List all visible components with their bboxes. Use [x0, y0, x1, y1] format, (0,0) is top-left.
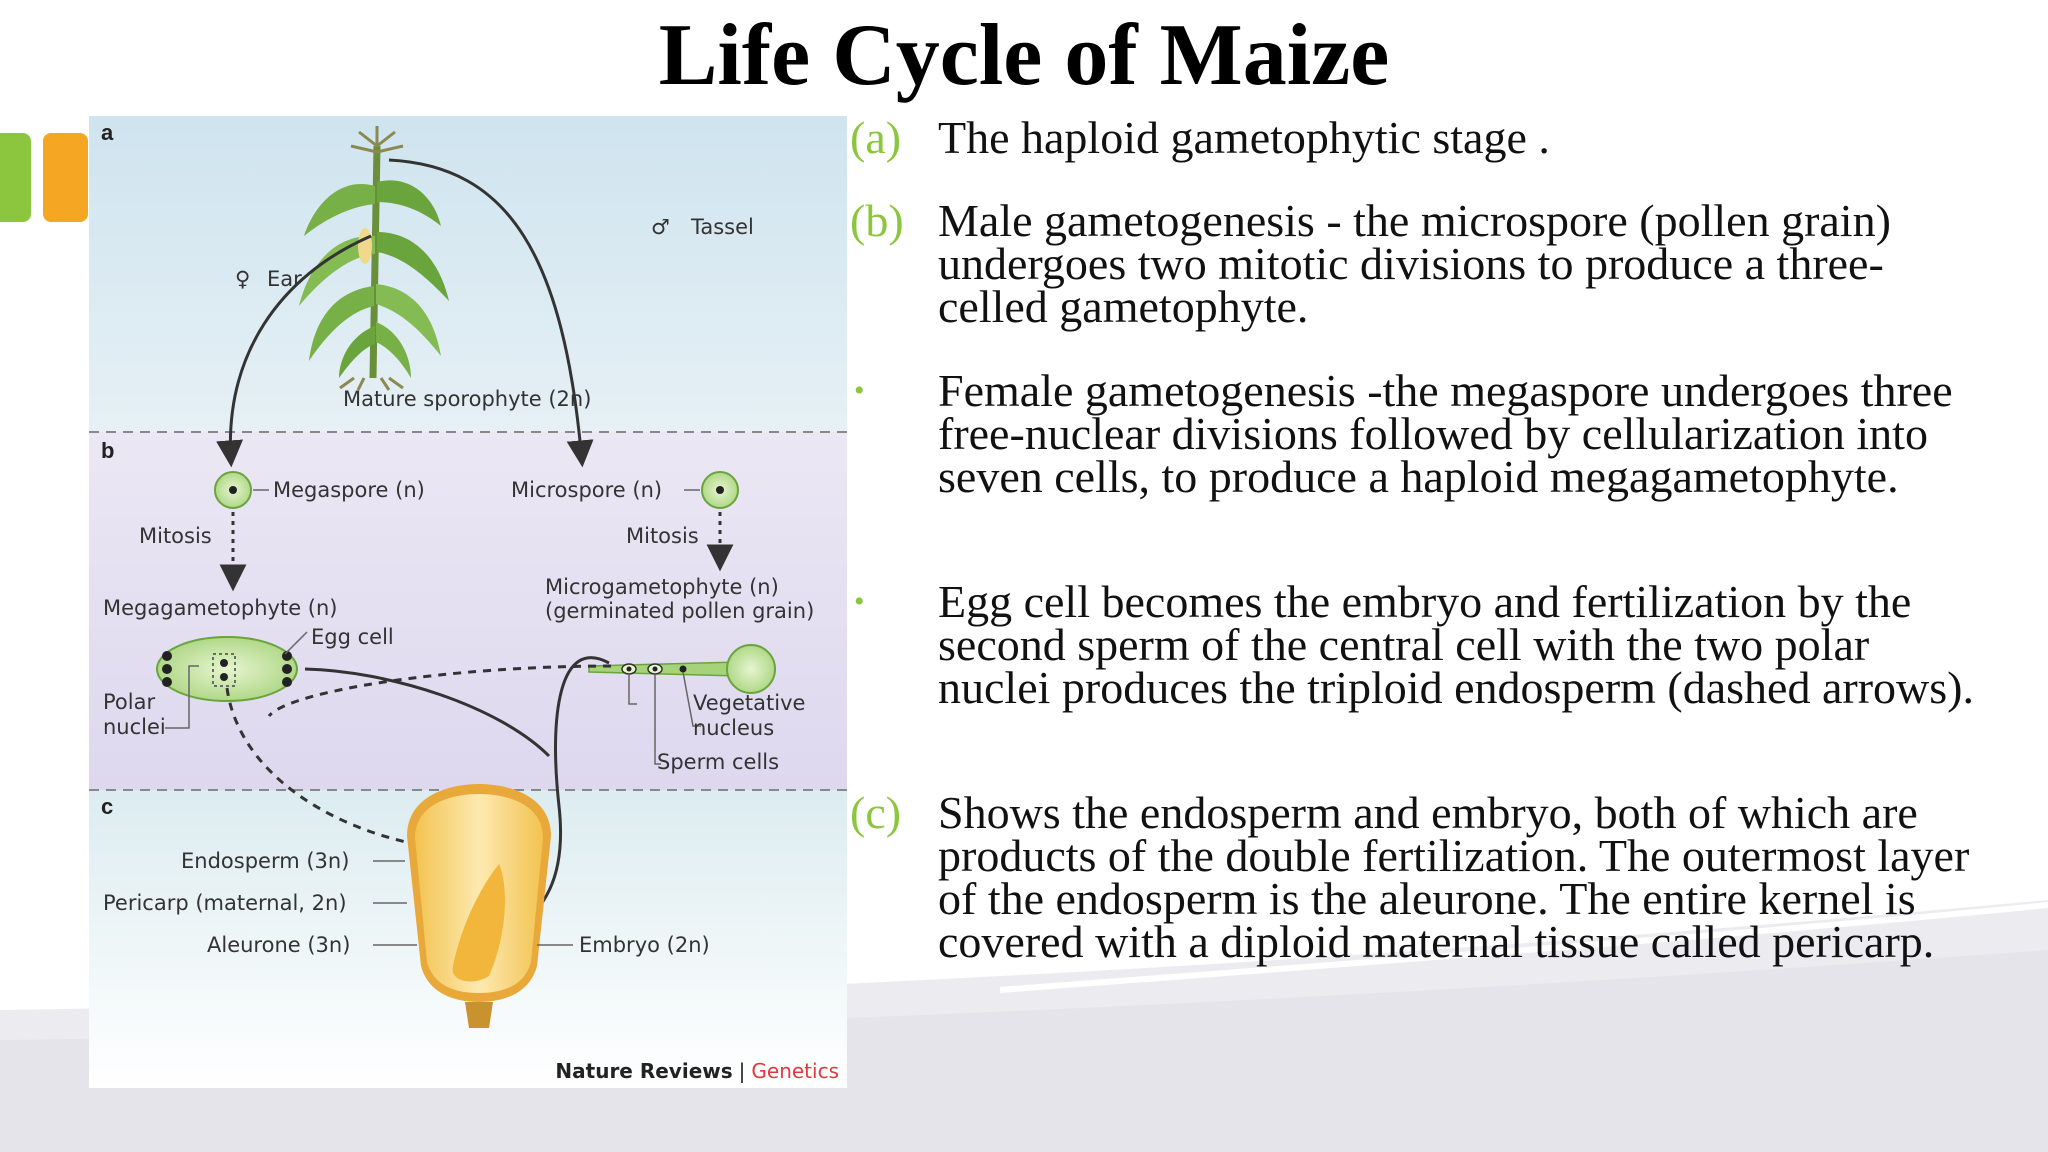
dashed-arrow-polar-to-endosperm [225, 687, 451, 860]
bullet-marker: • [854, 585, 865, 618]
arrow-tassel-to-microspore [388, 158, 594, 468]
accent-bar-orange [43, 133, 88, 222]
sperm-cells-label: Sperm cells [657, 750, 779, 774]
embryo-label: Embryo (2n) [579, 933, 710, 957]
microspore-cell [701, 471, 739, 509]
item-text: The haploid gametophytic stage . [938, 112, 1550, 163]
item-marker: (a) [850, 112, 902, 163]
figure-credit: Nature Reviews |Genetics [555, 1059, 839, 1083]
panel-label-b: b [101, 438, 114, 463]
tassel-label: Tassel [690, 215, 754, 239]
maize-kernel-illustration [407, 784, 551, 1028]
maize-plant-illustration [299, 126, 449, 391]
vegetative-nucleus-label-1: Vegetative [693, 691, 805, 715]
polar-nuclei-label-2: nuclei [103, 715, 166, 739]
polar-nuclei-label-1: Polar [103, 690, 155, 714]
tassel-symbol: ♂ [651, 215, 670, 239]
egg-cell-label: Egg cell [311, 625, 394, 649]
mitosis-label-left: Mitosis [139, 524, 212, 548]
vegetative-nucleus-label-2: nucleus [693, 716, 774, 740]
microspore-label: Microspore (n) [511, 478, 662, 502]
microgametophyte-label-2: (germinated pollen grain) [545, 599, 814, 623]
arrow-ear-to-megaspore [216, 234, 372, 468]
panel-a-background [89, 116, 847, 432]
aleurone-label: Aleurone (3n) [207, 933, 350, 957]
item-text: Female gametogenesis -the megaspore unde… [938, 365, 1953, 502]
caption-item-egg: • Egg cell becomes the embryo and fertil… [850, 576, 1980, 713]
panel-label-c: c [101, 794, 113, 819]
caption-item-a: (a) The haploid gametophytic stage . [850, 112, 1980, 163]
endosperm-label: Endosperm (3n) [181, 849, 349, 873]
caption-item-b: (b) Male gametogenesis - the microspore … [850, 195, 1980, 332]
credit-journal: Nature Reviews [555, 1059, 732, 1083]
accent-bar-green [0, 133, 31, 222]
megagametophyte-label: Megagametophyte (n) [103, 596, 338, 620]
ear-label: Ear [267, 267, 302, 291]
item-marker: (b) [850, 195, 904, 246]
item-text: Shows the endosperm and embryo, both of … [938, 787, 1970, 967]
sporophyte-label: Mature sporophyte (2n) [343, 387, 591, 411]
megagametophyte-cell [156, 636, 298, 702]
panel-label-a: a [101, 120, 114, 145]
solid-arrow-egg-connection [304, 667, 551, 758]
bullet-marker: • [854, 374, 865, 407]
item-marker: (c) [850, 787, 902, 838]
credit-separator: | [739, 1059, 746, 1083]
slide-title: Life Cycle of Maize [658, 7, 1390, 104]
item-text: Male gametogenesis - the microspore (pol… [938, 195, 1891, 332]
pericarp-label: Pericarp (maternal, 2n) [103, 891, 347, 915]
item-text: Egg cell becomes the embryo and fertiliz… [938, 576, 1974, 713]
megaspore-cell [214, 471, 252, 509]
caption-item-female: • Female gametogenesis -the megaspore un… [850, 365, 1980, 502]
mitosis-label-right: Mitosis [626, 524, 699, 548]
microgametophyte-label-1: Microgametophyte (n) [545, 575, 779, 599]
ear-symbol: ♀ [235, 267, 250, 291]
caption-item-c: (c) Shows the endosperm and embryo, both… [850, 787, 1980, 967]
dashed-arrow-sperm-to-polar [267, 664, 612, 718]
pollen-tube-microgametophyte [588, 644, 776, 694]
megaspore-label: Megaspore (n) [273, 478, 425, 502]
maize-life-cycle-figure: a b c ♂ Tassel ♀ Ear Mature sporophyte (… [89, 116, 847, 1088]
credit-section: Genetics [751, 1059, 839, 1083]
